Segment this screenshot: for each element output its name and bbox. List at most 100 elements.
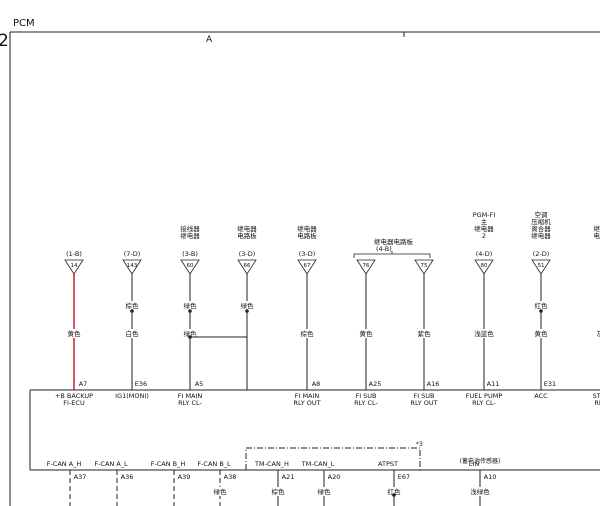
pcm-pin-id: E36 <box>135 380 147 388</box>
footnote-marker: *3 <box>416 441 423 448</box>
connector-pin-number: 60 <box>187 263 194 269</box>
wire-color-lower: 灰 <box>597 329 600 338</box>
splice-dot <box>539 309 543 313</box>
pcm-signal-name: RLY OUT <box>410 399 437 407</box>
section-label: A <box>206 35 213 45</box>
wire-color-upper: 棕色 <box>126 301 140 310</box>
connector-label-line: 2 <box>482 232 486 240</box>
color-label-bg <box>118 329 146 338</box>
wire-color-lower: 棕色 <box>301 329 315 338</box>
connector-pin-triangle <box>297 259 317 275</box>
wire-color-lower: 黄色 <box>535 329 549 338</box>
wire-color-lower: 白色 <box>126 329 140 338</box>
connector-pin-triangle <box>474 259 494 275</box>
relay-board-code: (4-B) <box>376 245 392 253</box>
color-label-bg <box>410 329 438 338</box>
relay-board-bracket <box>353 251 431 258</box>
pcm-signal-name: +B BACKUP <box>55 392 93 400</box>
connector-label-line: 接线器 <box>180 224 200 233</box>
wire-color-lower: 浅蓝色 <box>474 329 494 338</box>
bottom-pin-id: A36 <box>121 473 134 481</box>
color-label-bg <box>208 487 232 496</box>
color-label-bg <box>382 487 406 496</box>
connector-code: (7-D) <box>124 250 141 258</box>
pcm-pin-id: A25 <box>369 380 382 388</box>
color-label-bg <box>178 301 202 310</box>
bottom-pin-id: A21 <box>282 473 295 481</box>
pcm-pin-id: A8 <box>312 380 321 388</box>
color-label-bg <box>266 487 290 496</box>
bottom-wire-color: 棕色 <box>272 487 286 496</box>
connector-code: (1-B) <box>66 250 82 258</box>
connector-label-line: 继电器 <box>180 231 200 240</box>
pcm-signal-name: RLY OUT <box>293 399 320 407</box>
bottom-wire-color: 红色 <box>388 487 402 496</box>
splice-dot <box>188 309 192 313</box>
pcm-signal-name: RLY CL- <box>472 399 496 407</box>
module-title: PCM <box>13 18 35 29</box>
connector-pin-triangle <box>356 259 376 275</box>
pcm-signal-name: RLY CL- <box>178 399 202 407</box>
connector-label-line: 继电 <box>594 224 600 233</box>
connector-code: (3-B) <box>182 250 198 258</box>
bottom-pin-id: A38 <box>224 473 237 481</box>
connector-pin-number: 14 <box>71 263 78 269</box>
color-label-bg <box>235 301 259 310</box>
color-label-bg <box>352 329 380 338</box>
connector-label-line: PGM-FI <box>473 211 496 219</box>
connector-pin-number: 80 <box>481 263 488 269</box>
connector-label-line: 空调 <box>535 210 548 219</box>
bottom-signal-label: LIN <box>469 460 480 468</box>
connector-pin-triangle <box>531 259 551 275</box>
connector-pin-number: 76 <box>363 263 370 269</box>
connector-pin-number: 143 <box>127 263 138 269</box>
pcm-signal-name: FI SUB <box>355 392 376 400</box>
color-label-bg <box>176 329 204 338</box>
connector-label-line: 电路板 <box>297 231 317 240</box>
connector-pin-number: 67 <box>304 263 311 269</box>
pcm-signal-name: IG1(MONI) <box>115 392 149 400</box>
color-label-bg <box>120 301 144 310</box>
connector-code: (4-D) <box>476 250 493 258</box>
connector-pin-number: 66 <box>244 263 251 269</box>
connector-label-line: 离合器 <box>531 224 551 233</box>
bottom-signal-label: F-CAN B_H <box>151 460 186 468</box>
wire-color-lower: 绿色 <box>184 329 198 338</box>
bottom-pin-id: A39 <box>178 473 191 481</box>
connector-label-line: 继电器 <box>474 224 494 233</box>
wire-color-upper: 绿色 <box>184 301 198 310</box>
connector-pin-triangle <box>237 259 257 275</box>
connector-code: (3-D) <box>299 250 316 258</box>
connector-label-line: 继电器 <box>297 224 317 233</box>
wire-color-upper: 红色 <box>535 301 549 310</box>
splice-dot <box>130 309 134 313</box>
bottom-signal-label: ATPST <box>378 460 398 468</box>
color-label-bg <box>527 329 555 338</box>
pcm-pin-id: A16 <box>427 380 440 388</box>
connector-pin-number: 75 <box>421 263 428 269</box>
pcm-signal-name: RLY <box>594 399 600 407</box>
tm-dash-box <box>245 447 421 470</box>
bottom-wire-color: 绿色 <box>214 487 228 496</box>
wire-color-lower: 黄色 <box>68 329 82 338</box>
connector-pin-triangle <box>414 259 434 275</box>
connector-pin-triangle <box>64 259 84 275</box>
bottom-pin-id: E67 <box>398 473 410 481</box>
color-label-bg <box>293 329 321 338</box>
pcm-signal-name: ACC <box>534 392 548 400</box>
bottom-signal-label: TM-CAN_H <box>254 460 289 468</box>
connector-label-line: 电路板 <box>237 231 257 240</box>
connector-label-line: 主 <box>481 217 488 226</box>
pcm-signal-name: FI SUB <box>413 392 434 400</box>
pcm-pin-id: A11 <box>487 380 500 388</box>
splice-dot <box>392 493 396 497</box>
connector-label-line: 继电器 <box>237 224 257 233</box>
connector-label-line: 电路 <box>594 231 600 240</box>
page-number: 2 <box>0 31 9 51</box>
color-label-bg <box>470 329 498 338</box>
pcm-pin-id: A7 <box>79 380 88 388</box>
